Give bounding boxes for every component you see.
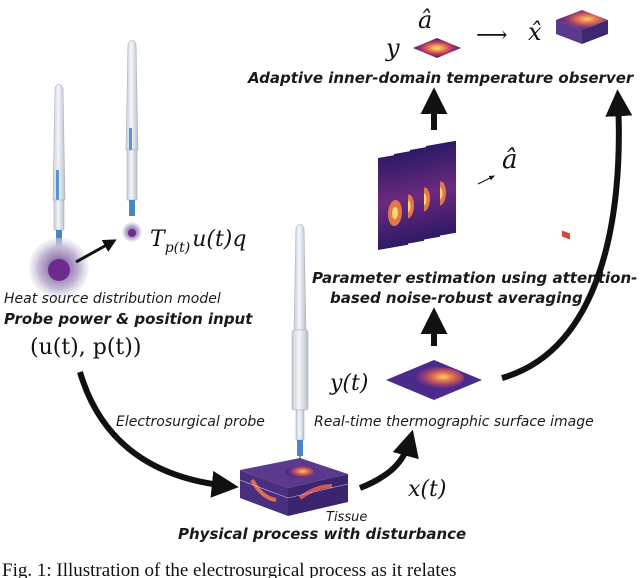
tissue-block [239,458,349,516]
a-hat-top: â [418,6,432,34]
heat-source-label: Heat source distribution model [4,291,221,307]
arrow-heat-source [75,239,117,264]
x-t-symbol: x(t) [408,477,446,502]
param-est-line1: Parameter estimation using attention- [312,269,637,287]
physical-process-label: Physical process with disturbance [178,525,466,543]
estimated-volume-icon [556,10,608,240]
arrow-input-to-tissue [77,371,239,498]
output-arrow: ⟶ [476,23,508,48]
param-est-line2: based noise-robust averaging [330,289,583,307]
observer-title: Adaptive inner-domain temperature observ… [247,69,635,87]
surface-thermal-image [386,360,482,400]
x-hat-symbol: x̂ [528,18,542,46]
probe-right-small [122,39,142,242]
a-hat-mid: â [502,145,518,175]
input-pair: (u(t), p(t)) [30,335,141,360]
thermographic-label: Real-time thermographic surface image [314,414,594,430]
electrosurgical-probe-label: Electrosurgical probe [116,414,265,430]
slice-stack [378,140,456,250]
arrow-small-to-a-hat [477,175,496,185]
probe-input-label: Probe power & position input [4,310,253,328]
y-t-symbol: y(t) [329,371,368,396]
figure-caption: Fig. 1: Illustration of the electrosurgi… [2,560,456,578]
arrow-tissue-to-surface [358,429,419,491]
tissue-label: Tissue [326,510,367,525]
probe-left [29,83,89,298]
main-probe [291,223,309,478]
top-thermal-map [413,38,461,58]
arrow-surface-to-observer [501,89,633,381]
heat-term: Tp(t)u(t)q [150,227,246,256]
y-symbol: y [385,34,400,62]
